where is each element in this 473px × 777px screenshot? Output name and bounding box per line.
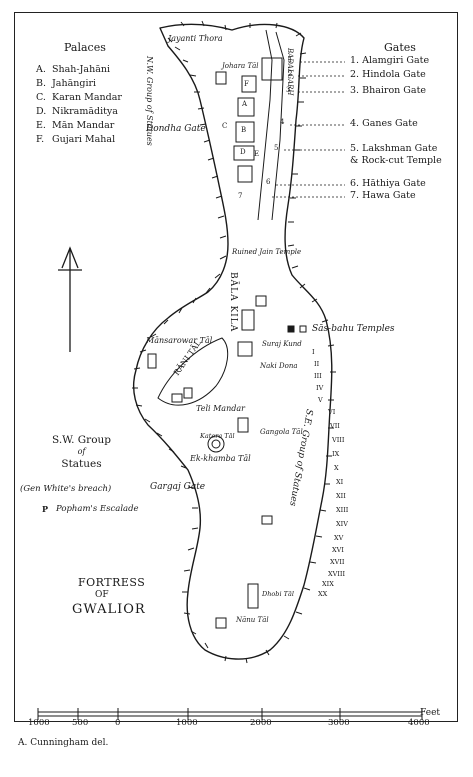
statue-numeral: III <box>314 372 322 380</box>
dondha-gate-label: Dondha Gate <box>146 124 206 134</box>
credit-line: A. Cunningham del. <box>18 738 109 748</box>
gate-legend-item: 4. Ganes Gate <box>350 118 418 129</box>
teli-mandar-label: Teli Mandar <box>196 404 245 413</box>
palace-marker: D <box>240 148 246 156</box>
naki-dona-label: Naki Dona <box>260 362 298 370</box>
statue-numeral: XVIII <box>328 570 346 578</box>
statue-numeral: VIII <box>332 436 345 444</box>
map-frame <box>14 12 458 722</box>
palace-marker: F <box>244 80 249 88</box>
palace-marker: C <box>222 122 228 130</box>
suraj-kund-label: Suraj Kund <box>262 340 302 348</box>
palace-marker: A <box>242 100 248 108</box>
statue-numeral: XVII <box>330 558 345 566</box>
statue-numeral: XIX <box>322 580 334 588</box>
map-title-line3: GWALIOR <box>72 602 146 617</box>
gate-marker: 4 <box>280 118 285 126</box>
sw-group-label: S.W. Group of Statues <box>52 434 112 470</box>
scale-tick-label: 4000 <box>408 718 430 728</box>
statue-numeral: XIV <box>336 520 348 528</box>
gate-legend-item: 6. Hāthiya Gate <box>350 178 426 189</box>
palace-legend-item: D.Nikramāditya <box>36 106 118 117</box>
gargaj-gate-label: Gargaj Gate <box>150 482 206 492</box>
gate-marker: 5 <box>274 144 279 152</box>
statue-numeral: IX <box>332 450 340 458</box>
gate-legend-item: 3. Bhairon Gate <box>350 85 427 96</box>
statue-numeral: XI <box>336 478 344 486</box>
statue-numeral: XII <box>336 492 346 500</box>
scale-tick-label: 0 <box>115 718 121 728</box>
statue-numeral: XV <box>334 534 344 542</box>
gangola-tal-label: Gangola Tāl <box>260 428 303 436</box>
ruined-jain-temple-label: Ruined Jain Temple <box>232 248 302 256</box>
scale-tick-label: 500 <box>72 718 89 728</box>
north-arrow <box>58 246 82 352</box>
scale-unit-label: Feet <box>420 708 441 718</box>
rani-tal-lake <box>157 337 229 406</box>
palace-marker: B <box>241 126 247 134</box>
map-title-line1: FORTRESS <box>78 576 146 589</box>
statue-numeral: II <box>314 360 320 368</box>
gen-white-breach-label: (Gen White's breach) <box>20 484 112 494</box>
gate-marker: 2 <box>288 70 293 78</box>
pophams-escalade-label: Popham's Escalade <box>56 504 139 514</box>
statue-numeral: V <box>318 396 323 404</box>
scale-tick-label: 1000 <box>176 718 198 728</box>
statue-numeral: XIII <box>336 506 349 514</box>
statue-numeral: IV <box>316 384 324 392</box>
statue-numeral: XX <box>318 590 328 598</box>
statue-numeral: I <box>312 348 315 356</box>
palace-marker: E <box>254 150 260 158</box>
jayanti-thora-label: Jayanti Thora <box>168 34 223 43</box>
palace-legend-item: E.Mān Mandar <box>36 120 115 131</box>
palace-legend-item: C.Karan Mandar <box>36 92 122 103</box>
map-title-line2: OF <box>95 590 109 600</box>
sas-bahu-label: Sās-bahu Temples <box>312 324 395 334</box>
ek-khamba-tal-label: Ek-khamba Tāl <box>190 454 251 463</box>
johara-tal-label: Johara Tāl <box>222 62 259 70</box>
palace-legend-item: A.Shah-Jahāni <box>36 64 111 75</box>
gates-heading: Gates <box>384 41 416 54</box>
scale-tick-label: 2000 <box>250 718 272 728</box>
scale-tick-label: 3000 <box>328 718 350 728</box>
gate-legend-item: 2. Hindola Gate <box>350 69 426 80</box>
gate-marker: 7 <box>238 192 243 200</box>
statue-numeral: VII <box>330 422 340 430</box>
statue-numeral: XVI <box>332 546 344 554</box>
gate-legend-item: 7. Hawa Gate <box>350 190 416 201</box>
gate-marker: 6 <box>266 178 271 186</box>
gate-marker: 1 <box>288 56 293 64</box>
gate-marker: 3 <box>286 86 291 94</box>
nanu-tal-label: Nānu Tāl <box>236 616 269 624</box>
bala-kila-label: BĀLA KILA <box>228 272 238 333</box>
nw-group-label: N.W. Group of Statues <box>145 56 154 146</box>
popham-marker: P <box>42 504 49 514</box>
palace-legend-item: B.Jahāngiri <box>36 78 97 89</box>
scale-bar <box>37 708 423 720</box>
palace-legend-item: F.Gujari Mahal <box>36 134 116 145</box>
katora-tal-label: Katora Tāl <box>200 432 235 440</box>
plateau-outline <box>132 23 333 660</box>
palaces-heading: Palaces <box>64 41 106 54</box>
mansarowar-label: Mānsarowar Tāl <box>146 336 213 345</box>
gate-legend-item: 1. Alamgiri Gate <box>350 55 430 66</box>
dhobi-tal-label: Dhobi Tāl <box>262 590 294 598</box>
scale-tick-label: 1000 <box>28 718 50 728</box>
gate-legend-item: 5. Lakshman Gate <box>350 143 438 154</box>
statue-numeral: X <box>334 464 339 472</box>
statue-numeral: VI <box>328 408 336 416</box>
gate-legend-item: & Rock-cut Temple <box>350 155 442 166</box>
